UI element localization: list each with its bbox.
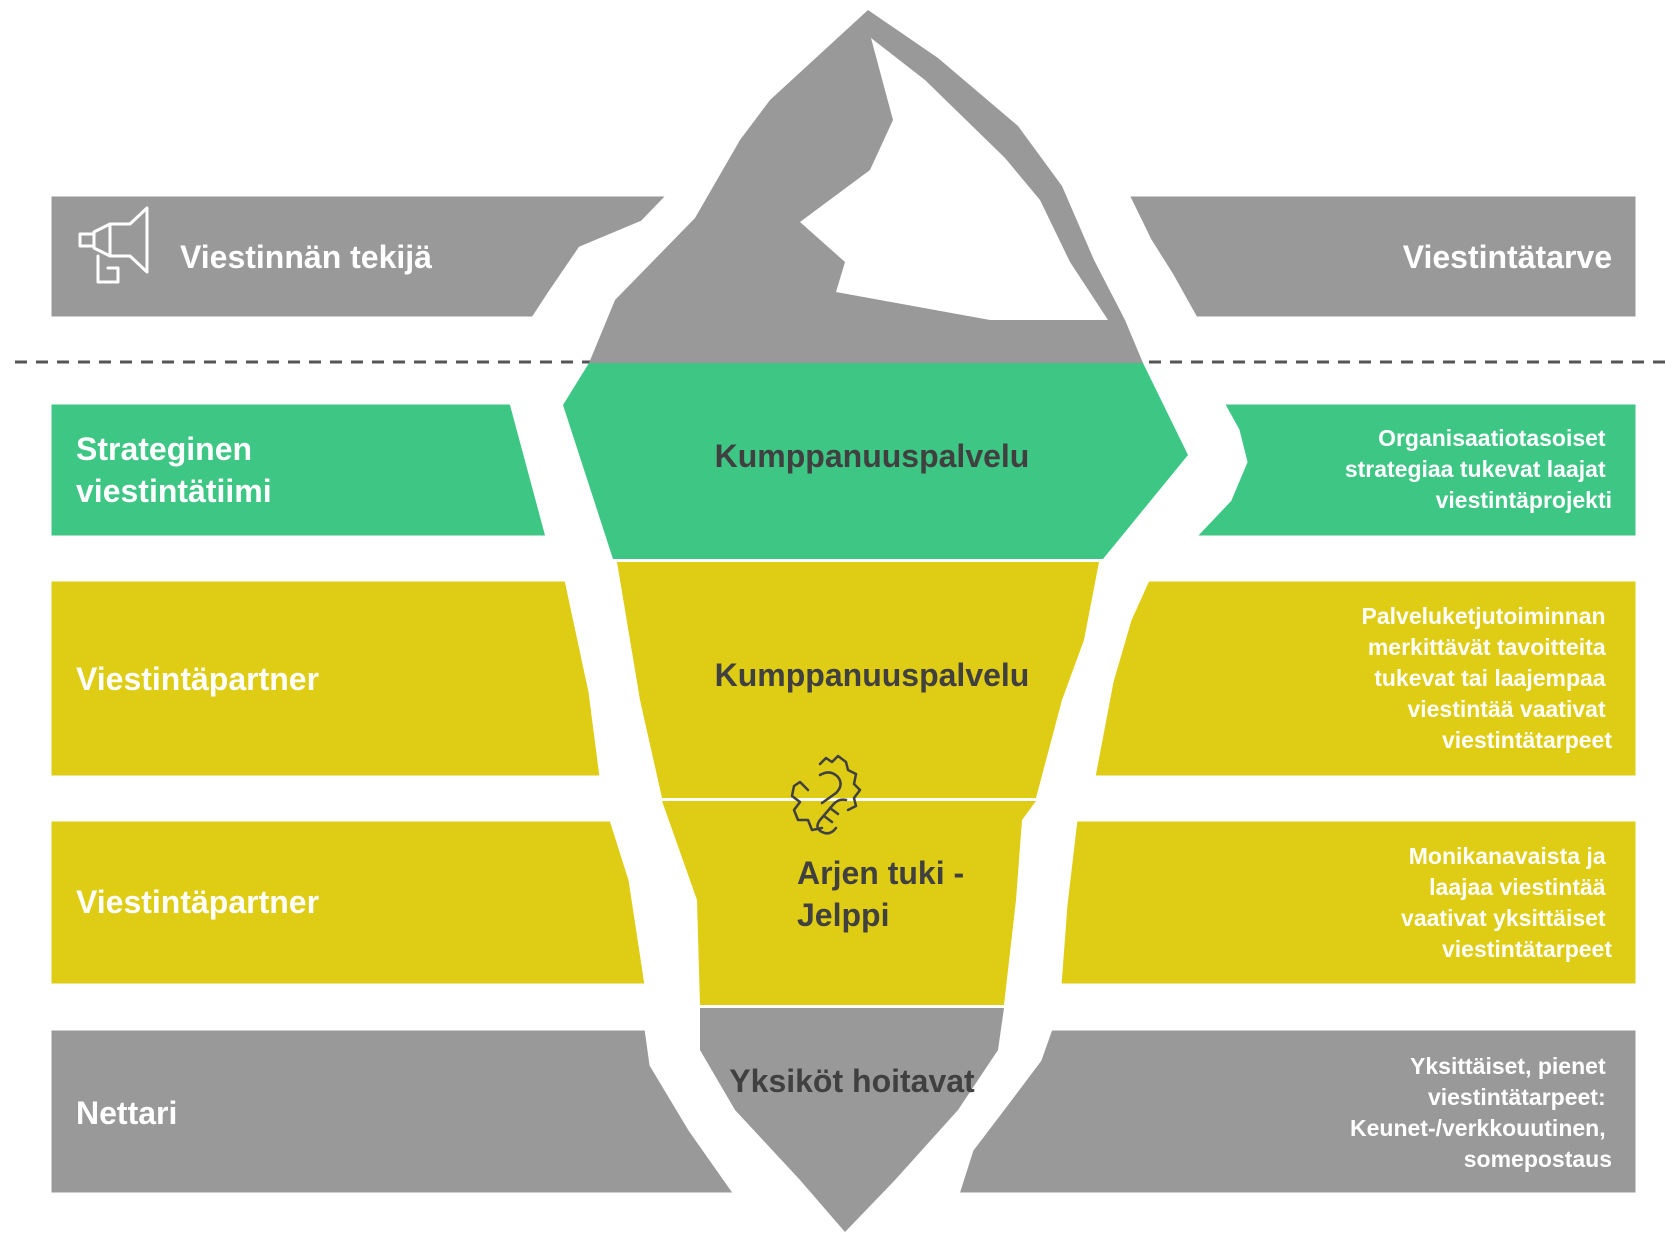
right-panel-1-label: Viestintätarve: [1403, 239, 1612, 275]
left-panel-5-label: Nettari: [76, 1095, 177, 1131]
right-panel-2-label: Organisaatiotasoiset strategiaa tukevat …: [1345, 425, 1612, 513]
right-panel-row-5: Yksittäiset, pienet viestintätarpeet: Ke…: [955, 1027, 1639, 1196]
left-panel-4-label: Viestintäpartner: [76, 884, 319, 920]
iceberg-bottom: [700, 1008, 1004, 1232]
iceberg-snowcap: [800, 38, 1108, 320]
iceberg-yellow-band-1: [617, 562, 1099, 798]
right-panel-5-label: Yksittäiset, pienet viestintätarpeet: Ke…: [1350, 1053, 1612, 1172]
handshake-icon: [790, 754, 862, 835]
left-panel-2-label: Strateginen viestintätiimi: [76, 431, 272, 509]
iceberg: Kumppanuuspalvelu Kumppanuuspalvelu Arje…: [563, 10, 1188, 1232]
iceberg-green-band: [563, 363, 1188, 559]
left-panel-row-4: Viestintäpartner: [48, 818, 648, 987]
right-panel-row-1: Viestintätarve: [1125, 193, 1639, 320]
left-panel-3-label: Viestintäpartner: [76, 661, 319, 697]
megaphone-icon: [78, 206, 149, 284]
right-panel-row-3: Palveluketjutoiminnan merkittävät tavoit…: [1092, 578, 1639, 779]
left-panel-row-5: Nettari: [48, 1027, 738, 1196]
right-panel-row-4: Monikanavaista ja laajaa viestintää vaat…: [1058, 818, 1639, 987]
left-panel-row-1: Viestinnän tekijä: [48, 193, 672, 320]
right-panel-3-label: Palveluketjutoiminnan merkittävät tavoit…: [1362, 603, 1613, 753]
green-band-label: Kumppanuuspalvelu: [715, 438, 1030, 474]
left-panel-row-2: Strateginen viestintätiimi: [48, 401, 549, 539]
yellow-band-1-label: Kumppanuuspalvelu: [715, 657, 1030, 693]
right-panel-4-label: Monikanavaista ja laajaa viestintää vaat…: [1401, 843, 1612, 962]
iceberg-yellow-band-2: [662, 801, 1036, 1005]
bottom-label: Yksiköt hoitavat: [729, 1063, 975, 1099]
right-panel-row-2: Organisaatiotasoiset strategiaa tukevat …: [1191, 401, 1639, 539]
yellow-band-2-label: Arjen tuki - Jelppi: [797, 855, 973, 933]
left-panel-1-label: Viestinnän tekijä: [180, 239, 432, 275]
left-panel-row-3: Viestintäpartner: [48, 578, 603, 779]
